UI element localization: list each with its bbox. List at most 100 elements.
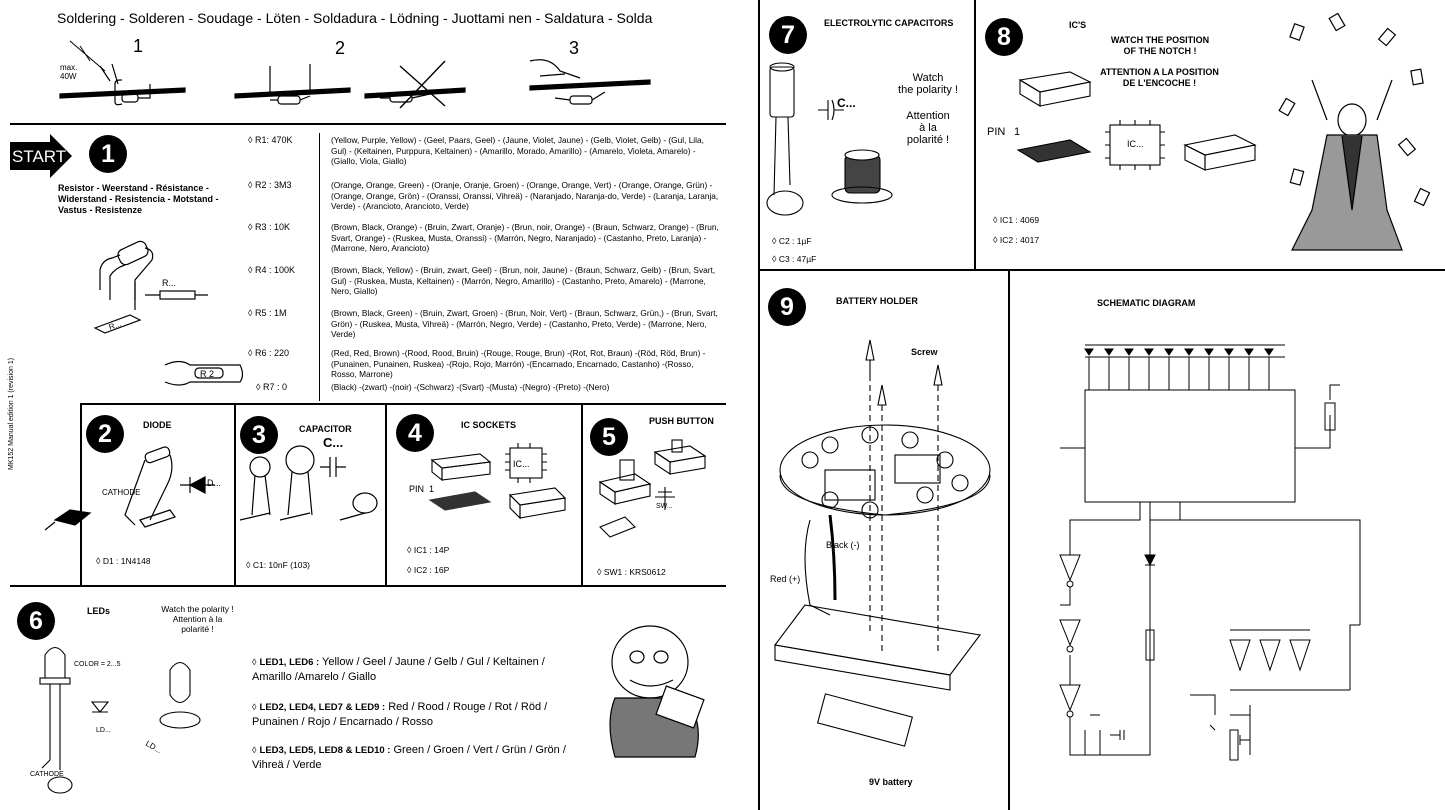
resistor-colors: (Red, Red, Brown) -(Rood, Rood, Bruin) -…: [331, 348, 706, 379]
resistor-label: ◊ R3 : 10K: [248, 222, 290, 232]
battery-holder-illustration: [774, 339, 991, 747]
bracket-line: [319, 133, 320, 401]
step-1-badge: 1: [89, 135, 127, 173]
screw-label: Screw: [911, 347, 938, 357]
r-label-3: R 2: [200, 369, 214, 379]
led-ld-label: LD...: [96, 727, 111, 734]
r-label-board: R...: [108, 319, 123, 332]
led-color-label: COLOR = 2...5: [74, 661, 121, 668]
divider: [760, 269, 1445, 271]
ics-illustration: IC...: [1016, 71, 1257, 171]
resistor-colors: (Brown, Black, Yellow) - (Bruin, zwart, …: [331, 265, 716, 296]
ic-pin1-label: 1: [1014, 126, 1021, 138]
cartoon-man-illustration: [609, 625, 705, 758]
manual-edition: MK152 Manual edition 1 (revision 1): [8, 357, 15, 470]
resistor-label: ◊ R4 : 100K: [248, 265, 295, 275]
black-wire-label: Black (-): [826, 540, 860, 550]
ic-socket-part: ◊ IC1 : 14P: [407, 545, 450, 555]
battery-holder-title: BATTERY HOLDER: [836, 296, 918, 306]
divider: [974, 0, 976, 270]
ic-socket-label: IC...: [513, 459, 530, 469]
leds-polarity-note: Watch the polarity ! Attention à la pola…: [161, 604, 234, 634]
pin-label: PIN: [409, 484, 425, 494]
resistor-label: ◊ R2 : 3M3: [248, 180, 292, 190]
resistor-label: ◊ R1: 470K: [248, 135, 293, 145]
step-7-badge: 7: [769, 16, 807, 54]
schematic-title: SCHEMATIC DIAGRAM: [1097, 298, 1196, 308]
soldering-illustration: 1 2 3 max. 40W: [59, 36, 651, 109]
diode-illustration: CATHODE: [44, 446, 215, 531]
cathode-label: CATHODE: [102, 488, 141, 497]
start-label: START: [12, 147, 67, 166]
ic-socket-part: ◊ IC2 : 16P: [407, 565, 450, 575]
ic-sockets-title: IC SOCKETS: [461, 420, 517, 430]
resistor-colors: (Brown, Black, Orange) - (Bruin, Zwart, …: [331, 222, 719, 253]
divider: [234, 405, 236, 585]
step-2-badge: 2: [86, 415, 124, 453]
divider: [758, 0, 760, 810]
step-2-number: 2: [335, 38, 345, 58]
capacitor-illustration: [239, 445, 378, 521]
diode-part: ◊ D1 : 1N4148: [96, 556, 151, 566]
divider: [581, 405, 583, 585]
led-item: ◊ LED2, LED4, LED7 & LED9 : Red / Rood /…: [252, 701, 548, 728]
step-3-badge: 3: [240, 416, 278, 454]
electrolytic-part: ◊ C2 : 1µF: [772, 236, 812, 246]
led-cathode-label: CATHODE: [30, 771, 64, 778]
ic-part: ◊ IC1 : 4069: [993, 215, 1040, 225]
step-3-number: 3: [569, 38, 579, 58]
notch-note-fr: ATTENTION A LA POSITION DE L'ENCOCHE !: [1100, 67, 1219, 88]
diode-symbol-label: D...: [207, 478, 222, 488]
divider: [80, 403, 726, 405]
battery-label: 9V battery: [869, 777, 913, 787]
divider: [10, 123, 726, 125]
ic-pin-label: PIN: [987, 126, 1006, 138]
step-1-number: 1: [133, 36, 143, 56]
resistor-colors: (Orange, Orange, Green) - (Oranje, Oranj…: [331, 180, 719, 211]
ic-sockets-illustration: IC...: [428, 443, 567, 520]
push-button-part: ◊ SW1 : KRS0612: [597, 567, 666, 577]
capacitor-part: ◊ C1: 10nF (103): [246, 560, 310, 570]
step-4-badge: 4: [396, 414, 434, 452]
electrolytic-polarity: Watch the polarity !: [898, 72, 958, 96]
resistor-label: ◊ R5 : 1M: [248, 308, 287, 318]
r-label: R...: [162, 278, 176, 288]
led-item: ◊ LED3, LED5, LED8 & LED10 : Green / Gro…: [252, 744, 566, 771]
electrolytic-attention: Attention à la polarité !: [906, 110, 950, 146]
notch-note-en: WATCH THE POSITION OF THE NOTCH !: [1110, 35, 1210, 56]
push-button-illustration: SW...: [598, 439, 707, 538]
solder-watt: 40W: [60, 72, 77, 81]
red-wire-label: Red (+): [770, 574, 801, 584]
step-6-badge: 6: [17, 602, 55, 640]
resistor-colors: (Black) -(zwart) -(noir) -(Schwarz) -(Sv…: [331, 382, 610, 392]
celebrating-man-illustration: [1278, 12, 1431, 251]
electrolytic-part: ◊ C3 : 47µF: [772, 254, 817, 264]
resistor-label: ◊ R6 : 220: [248, 348, 289, 358]
soldering-header: Soldering - Solderen - Soudage - Löten -…: [57, 10, 653, 26]
diode-title: DIODE: [143, 420, 172, 430]
led-ld-label-2: LD...: [144, 739, 163, 755]
electrolytic-c-label: C...: [837, 96, 856, 110]
divider: [385, 405, 387, 585]
resistor-colors: (Brown, Black, Green) - (Bruin, Zwart, G…: [331, 308, 718, 339]
electrolytic-illustration: [766, 62, 893, 216]
resistor-label: ◊ R7 : 0: [256, 382, 287, 392]
divider: [1008, 271, 1010, 810]
leds-title: LEDs: [87, 606, 111, 616]
electrolytic-title: ELECTROLYTIC CAPACITORS: [824, 18, 954, 28]
step-5-badge: 5: [590, 418, 628, 456]
resistor-title: Resistor - Weerstand - Résistance - Wide…: [58, 183, 219, 215]
step-8-badge: 8: [985, 18, 1023, 56]
divider: [80, 405, 82, 585]
ic-chip-label: IC...: [1127, 139, 1144, 149]
resistor-colors: (Yellow, Purple, Yellow) - (Geel, Paars,…: [331, 135, 704, 166]
resistor-illustration: R... R... R 2: [93, 240, 244, 386]
ic-part: ◊ IC2 : 4017: [993, 235, 1040, 245]
divider: [10, 585, 726, 587]
push-button-title: PUSH BUTTON: [649, 416, 714, 426]
solder-max: max.: [60, 63, 77, 72]
step-9-badge: 9: [768, 288, 806, 326]
sw-label: SW...: [656, 503, 673, 510]
schematic-diagram: [1059, 344, 1361, 761]
pin1-label: 1: [429, 484, 435, 494]
